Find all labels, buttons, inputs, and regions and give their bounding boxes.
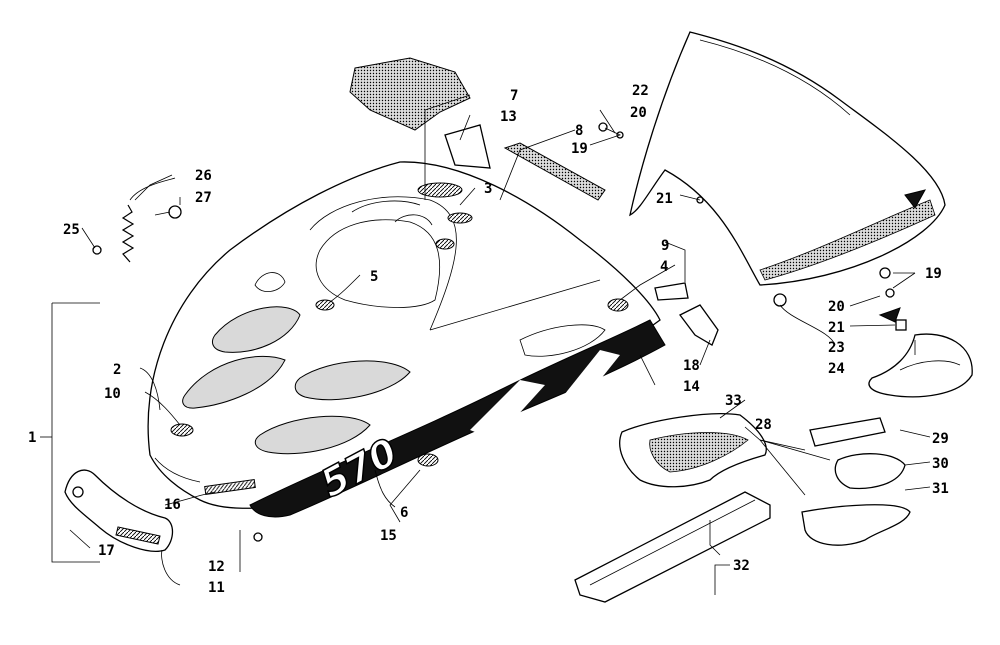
callout-18: 18	[683, 358, 700, 374]
callout-4: 4	[660, 259, 668, 275]
callout-29: 29	[932, 431, 949, 447]
callout-7: 7	[510, 88, 518, 104]
callout-1: 1	[28, 430, 36, 446]
callout-24: 24	[828, 361, 845, 377]
callout-6: 6	[400, 505, 408, 521]
callout-3: 3	[484, 181, 492, 197]
hood-part: 570	[147, 161, 666, 518]
callout-14: 14	[683, 379, 700, 395]
callout-15: 15	[380, 528, 397, 544]
callout-20-upper: 20	[630, 105, 647, 121]
hardware-parts	[598, 122, 973, 398]
callout-27: 27	[195, 190, 212, 206]
decal-parts	[349, 57, 719, 346]
callout-16: 16	[164, 497, 181, 513]
callout-13: 13	[500, 109, 517, 125]
callout-labels: 1 2 3 4 5 6 7 8 9 10 11 12 13 14 15 16 1…	[28, 83, 949, 596]
callout-20-lower: 20	[828, 299, 845, 315]
callout-33: 33	[725, 393, 742, 409]
callout-23: 23	[828, 340, 845, 356]
callout-12: 12	[208, 559, 225, 575]
tray-parts	[574, 413, 911, 603]
callout-19-lower: 19	[925, 266, 942, 282]
callout-32: 32	[733, 558, 750, 574]
callout-10: 10	[104, 386, 121, 402]
leader-lines	[40, 94, 931, 595]
callout-9: 9	[661, 238, 669, 254]
callout-31: 31	[932, 481, 949, 497]
latch-parts	[92, 177, 182, 263]
callout-5: 5	[370, 269, 378, 285]
callout-26: 26	[195, 168, 212, 184]
callout-21-upper: 21	[656, 191, 673, 207]
callout-11: 11	[208, 580, 225, 596]
callout-8: 8	[575, 123, 583, 139]
windshield-part	[629, 31, 946, 307]
callout-2: 2	[113, 362, 121, 378]
bumper-parts	[64, 469, 263, 552]
callout-21-lower: 21	[828, 320, 845, 336]
callout-22: 22	[632, 83, 649, 99]
callout-28: 28	[755, 417, 772, 433]
callout-25: 25	[63, 222, 80, 238]
callout-30: 30	[932, 456, 949, 472]
callout-17: 17	[98, 543, 115, 559]
callout-19-upper: 19	[571, 141, 588, 157]
